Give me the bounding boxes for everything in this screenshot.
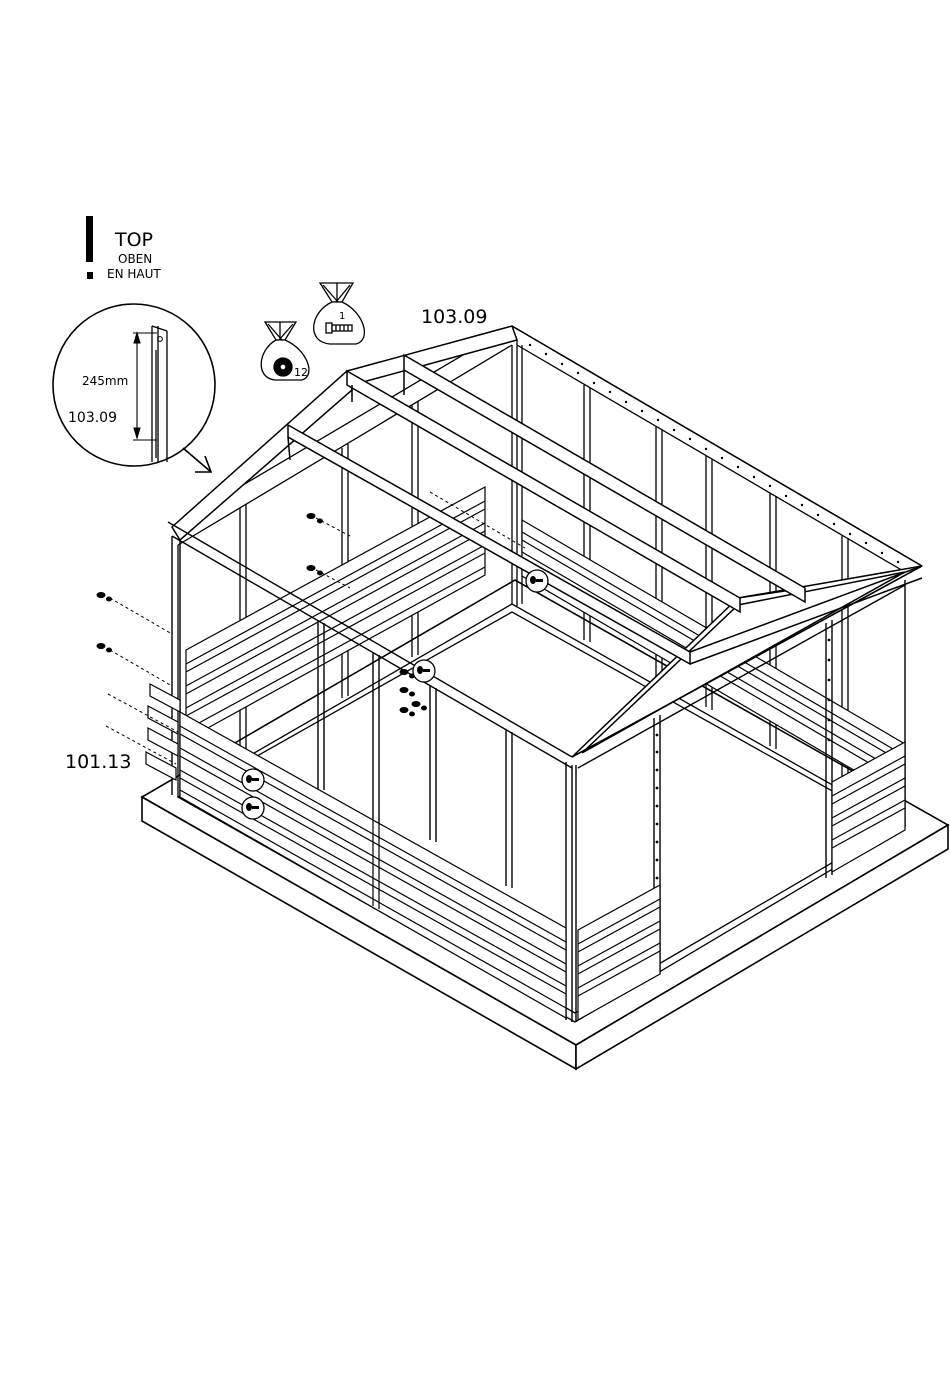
orientation-legend: TOP OBEN EN HAUT [86, 216, 161, 281]
detail-circle: 245mm 103.09 [53, 304, 215, 466]
detail-dimension: 245mm [82, 374, 128, 388]
bottom-orientation-mark [87, 272, 93, 279]
screw-icon [326, 323, 352, 333]
side-part-label: 101.13 [65, 751, 131, 773]
legend-en-haut: EN HAUT [107, 267, 161, 281]
legend-top: TOP [114, 229, 153, 251]
detail-pointer-arrow [183, 448, 211, 472]
top-orientation-bar [86, 216, 93, 262]
roof-part-label: 103.09 [421, 306, 487, 328]
washer-count: 12 [294, 366, 308, 379]
legend-oben: OBEN [118, 252, 152, 266]
exploded-side-panels [146, 684, 180, 780]
screw-count: 1 [339, 311, 345, 322]
detail-part-number: 103.09 [68, 410, 117, 426]
